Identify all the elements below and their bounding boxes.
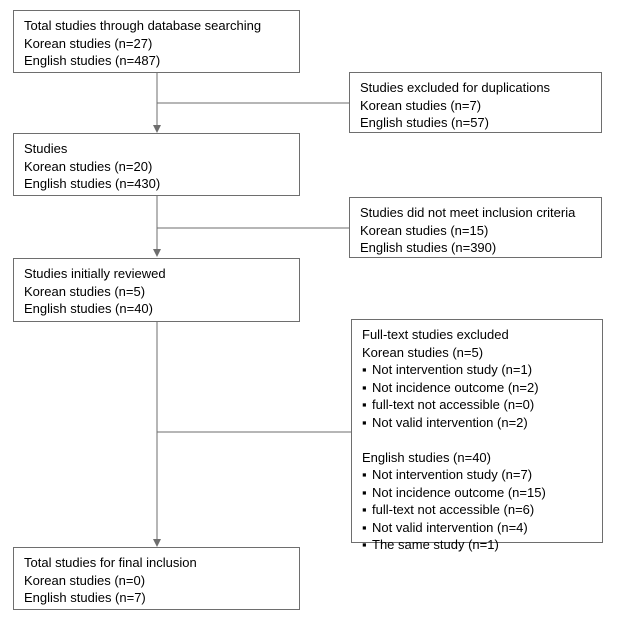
english-count: English studies (n=7) <box>24 590 146 605</box>
korean-count: Korean studies (n=5) <box>24 283 146 299</box>
box-title: Studies initially reviewed <box>24 266 166 281</box>
list-item: ▪Not intervention study (n=7) <box>362 467 533 482</box>
english-count: English studies (n=390) <box>360 240 497 255</box>
box-fulltext-excluded: Full-text studies excluded Korean studie… <box>351 319 603 552</box>
english-count: English studies (n=430) <box>24 176 161 191</box>
list-item: ▪Not valid intervention (n=2) <box>362 414 528 430</box>
bullet-icon: ▪ <box>362 519 367 535</box>
english-count: English studies (n=57) <box>360 115 489 130</box>
box-excluded-duplications: Studies excluded for duplications Korean… <box>349 72 602 133</box>
box-not-meet-criteria: Studies did not meet inclusion criteria … <box>349 197 602 258</box>
box-title: Full-text studies excluded <box>362 327 509 342</box>
list-item: ▪Not incidence outcome (n=2) <box>362 379 539 395</box>
english-count: English studies (n=487) <box>24 53 161 68</box>
english-header: English studies (n=40) <box>362 449 491 465</box>
bullet-icon: ▪ <box>362 414 367 430</box>
box-database-searching: Total studies through database searching… <box>13 10 300 73</box>
korean-header: Korean studies (n=5) <box>362 344 484 360</box>
english-count: English studies (n=40) <box>24 301 153 316</box>
korean-count: Korean studies (n=20) <box>24 158 153 174</box>
box-title: Total studies for final inclusion <box>24 555 197 570</box>
bullet-icon: ▪ <box>362 379 367 395</box>
korean-count: Korean studies (n=27) <box>24 35 153 51</box>
bullet-icon: ▪ <box>362 467 367 482</box>
spacer <box>362 431 594 449</box>
box-title: Studies did not meet inclusion criteria <box>360 205 576 220</box>
list-item: ▪Not valid intervention (n=4) <box>362 519 528 535</box>
bullet-icon: ▪ <box>362 397 367 412</box>
box-initially-reviewed: Studies initially reviewed Korean studie… <box>13 258 300 322</box>
bullet-icon: ▪ <box>362 484 367 500</box>
korean-count: Korean studies (n=7) <box>360 97 482 113</box>
box-title: Studies excluded for duplications <box>360 80 551 95</box>
list-item: ▪full-text not accessible (n=0) <box>362 397 535 412</box>
list-item: ▪Not incidence outcome (n=15) <box>362 484 546 500</box>
korean-count: Korean studies (n=15) <box>360 222 489 238</box>
box-studies: Studies Korean studies (n=20) English st… <box>13 133 300 196</box>
box-final-inclusion: Total studies for final inclusion Korean… <box>13 547 300 610</box>
list-item: ▪The same study (n=1) <box>362 537 499 552</box>
list-item: ▪Not intervention study (n=1) <box>362 362 533 377</box>
bullet-icon: ▪ <box>362 537 367 552</box>
bullet-icon: ▪ <box>362 502 367 517</box>
box-title: Studies <box>24 141 68 156</box>
korean-count: Korean studies (n=0) <box>24 572 146 588</box>
list-item: ▪full-text not accessible (n=6) <box>362 502 535 517</box>
bullet-icon: ▪ <box>362 362 367 377</box>
box-title: Total studies through database searching <box>24 18 262 33</box>
